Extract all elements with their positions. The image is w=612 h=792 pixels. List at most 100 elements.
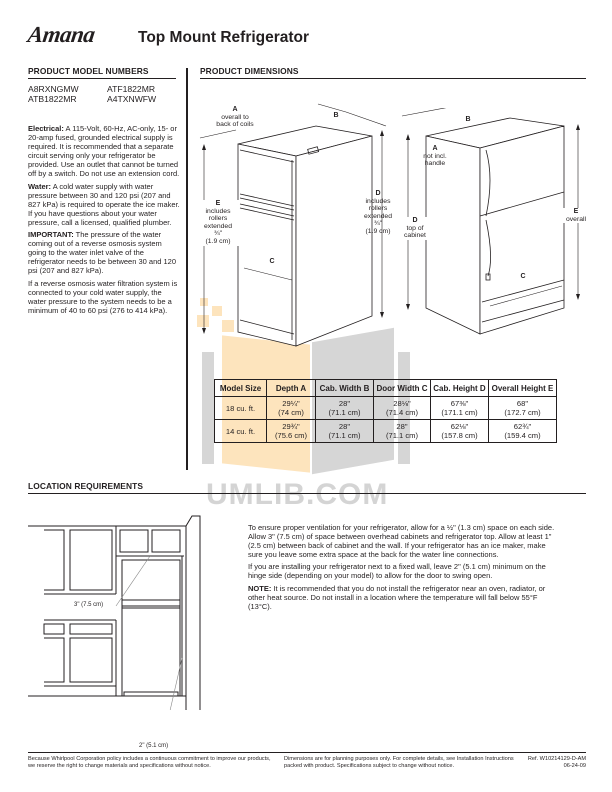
location-text: To ensure proper ventilation for your re…	[248, 523, 558, 614]
dimension-e-label: E overall	[562, 208, 590, 224]
dimension-letter: C	[520, 273, 526, 280]
value-inches: 68"	[516, 399, 529, 408]
table-row: 18 cu. ft. 29¼"(74 cm) 28"(71.1 cm) 28⅛"…	[214, 396, 557, 420]
dimension-description: includes rollers extended	[364, 197, 392, 220]
value-cm: (172.7 cm)	[504, 408, 541, 417]
dimension-letter: A	[232, 106, 238, 113]
dimension-fraction: ¾"	[213, 230, 223, 238]
door-width-cell: 28⅛"(71.4 cm)	[373, 396, 431, 420]
dimension-d-label: D top of cabinet	[400, 217, 430, 240]
revision-date: 06-24-09	[563, 763, 586, 769]
divider	[28, 78, 176, 79]
dimension-b-label: B	[330, 112, 342, 120]
value-inches: 28"	[338, 422, 351, 431]
model-numbers-heading: PRODUCT MODEL NUMBERS	[28, 66, 149, 76]
dimension-letter: C	[269, 258, 275, 265]
divider	[28, 493, 586, 494]
requirements-text: Electrical: A 115-Volt, 60-Hz, AC-only, …	[28, 124, 181, 318]
watermark-shape	[202, 352, 214, 464]
dimension-c-label: C	[517, 273, 529, 281]
value-inches: 28"	[396, 422, 408, 431]
column-divider	[186, 68, 188, 470]
value-cm: (71.4 cm)	[385, 408, 419, 417]
dimension-b-label: B	[462, 116, 474, 124]
note-text: It is recommended that you do not instal…	[248, 583, 546, 611]
footer-reference: Ref. W10214129-D-AM 06-24-09	[516, 756, 586, 770]
overall-height-cell: 68"(172.7 cm)	[488, 396, 557, 420]
fixed-wall-paragraph: If you are installing your refrigerator …	[248, 562, 546, 581]
overall-height-cell: 62¾"(159.4 cm)	[488, 419, 557, 443]
refrigerator-diagram-front-view	[401, 108, 580, 335]
column-header: Model Size	[214, 379, 267, 397]
water-paragraph: Water: A cold water supply with water pr…	[28, 182, 181, 227]
ventilation-paragraph: To ensure proper ventilation for your re…	[248, 523, 555, 560]
dimension-letter: B	[465, 116, 471, 123]
reverse-osmosis-paragraph: If a reverse osmosis water filtration sy…	[28, 278, 178, 315]
electrical-paragraph: Electrical: A 115-Volt, 60-Hz, AC-only, …	[28, 124, 181, 179]
dimension-description: includes rollers extended	[204, 207, 232, 230]
value-cm: (157.8 cm)	[441, 431, 478, 440]
dimension-c-label: C	[266, 258, 278, 266]
water-text: A cold water supply with water pressure …	[28, 181, 180, 227]
value-inches: 28⅛"	[393, 399, 411, 408]
amana-logo: Amana	[26, 22, 97, 47]
dimensions-table: Model Size Depth A Cab. Width B Door Wid…	[214, 379, 557, 443]
dimension-description: overall	[565, 215, 587, 223]
value-cm: (71.1 cm)	[328, 431, 361, 440]
electrical-label: Electrical:	[28, 124, 64, 133]
divider	[200, 78, 586, 79]
model-number: ATB1822MR	[28, 94, 77, 104]
table-row: 14 cu. ft. 29¾"(75.6 cm) 28"(71.1 cm) 28…	[214, 419, 557, 443]
top-clearance-label: 3" (7.5 cm)	[74, 602, 104, 608]
location-requirements-heading: LOCATION REQUIREMENTS	[28, 481, 144, 491]
model-number: ATF1822MR	[107, 84, 156, 94]
column-header: Overall Height E	[488, 379, 557, 397]
value-cm: (71.1 cm)	[385, 431, 419, 440]
cab-height-cell: 67⅜"(171.1 cm)	[430, 396, 489, 420]
cab-width-cell: 28"(71.1 cm)	[315, 396, 374, 420]
dimension-d-label: D includes rollers extended ¾" (1.9 cm)	[358, 190, 398, 236]
reference-number: Ref. W10214129-D-AM	[527, 756, 586, 762]
product-dimensions-heading: PRODUCT DIMENSIONS	[200, 66, 299, 76]
important-text: The pressure of the water coming out of …	[28, 230, 177, 276]
dimension-metric: (1.9 cm)	[365, 227, 391, 235]
column-header: Cab. Height D	[430, 379, 489, 397]
dimension-letter: E	[573, 208, 579, 215]
dimension-metric: (1.9 cm)	[205, 237, 231, 245]
watermark-text: UMLIB.COM	[206, 478, 389, 511]
electrical-text: A 115-Volt, 60-Hz, AC-only, 15- or 20-am…	[28, 124, 180, 179]
important-label: IMPORTANT:	[28, 230, 74, 240]
model-size-cell: 18 cu. ft.	[214, 396, 267, 420]
page-title: Top Mount Refrigerator	[138, 29, 310, 46]
dimension-e-label: E includes rollers extended ¾" (1.9 cm)	[197, 200, 239, 246]
model-number: A8RXNGMW	[28, 84, 79, 94]
watermark-shape	[197, 315, 209, 327]
dimension-letter: D	[375, 190, 381, 197]
dimension-description: overall to back of coils	[216, 113, 254, 129]
dimension-fraction: ¾"	[373, 220, 383, 228]
value-cm: (75.6 cm)	[274, 431, 308, 440]
dimension-a-label: A not incl. handle	[420, 145, 450, 168]
footer-dimensions-note: Dimensions are for planning purposes onl…	[284, 756, 514, 769]
footer-disclaimer: Because Whirlpool Corporation policy inc…	[28, 756, 271, 769]
dimension-letter: D	[412, 217, 418, 224]
column-header: Depth A	[266, 379, 316, 397]
side-clearance-label: 2" (5.1 cm)	[139, 743, 169, 749]
value-inches: 29¼"	[282, 399, 300, 408]
water-label: Water:	[28, 181, 52, 191]
value-inches: 28"	[338, 399, 351, 408]
model-number-list: A8RXNGMW ATF1822MR ATB1822MR A4TXNWFW	[28, 84, 187, 104]
refrigerator-diagram-rear-view	[199, 103, 387, 347]
dimension-description: top of cabinet	[404, 224, 426, 240]
cab-height-cell: 62⅛"(157.8 cm)	[430, 419, 489, 443]
model-size-cell: 14 cu. ft.	[214, 419, 267, 443]
dimension-letter: A	[432, 145, 438, 152]
depth-cell: 29¾"(75.6 cm)	[266, 419, 316, 443]
value-cm: (74 cm)	[278, 408, 304, 417]
value-cm: (159.4 cm)	[504, 431, 541, 440]
value-inches: 62¾"	[513, 422, 532, 431]
kitchen-installation-diagram	[28, 515, 201, 710]
value-inches: 29¾"	[282, 422, 300, 431]
value-cm: (71.1 cm)	[328, 408, 361, 417]
table-header-row: Model Size Depth A Cab. Width B Door Wid…	[214, 379, 557, 397]
